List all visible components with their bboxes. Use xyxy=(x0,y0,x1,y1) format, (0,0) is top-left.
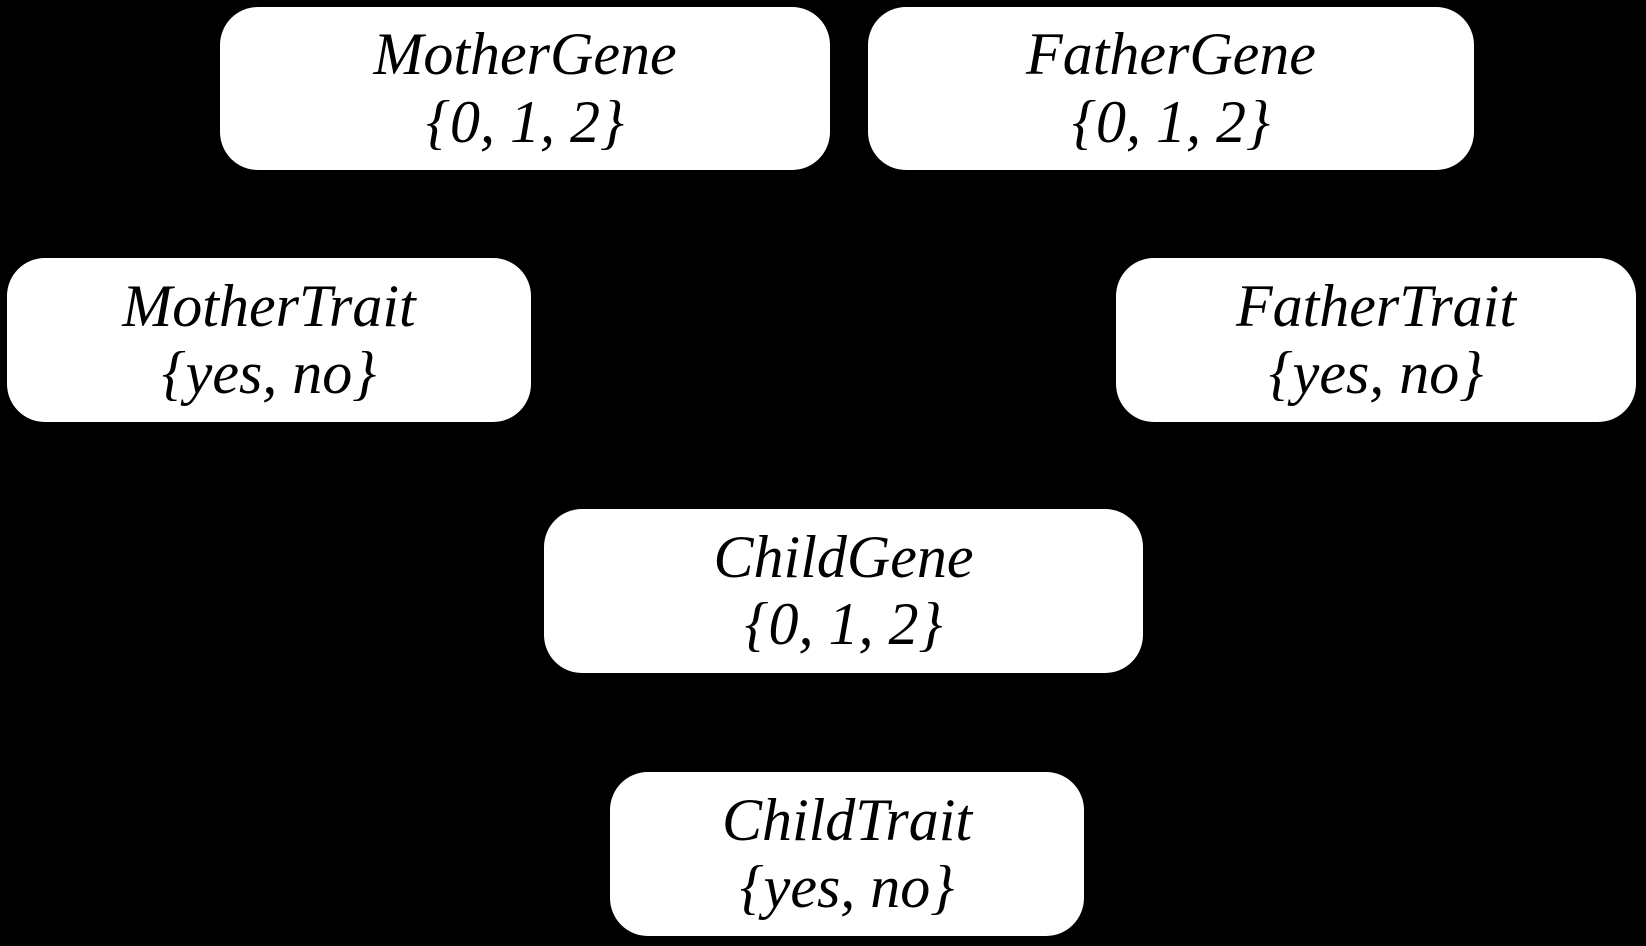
node-child-trait-label: ChildTrait xyxy=(721,786,973,853)
node-father-trait-values: {yes, no} xyxy=(1268,340,1484,406)
node-father-gene-values: {0, 1, 2} xyxy=(1072,88,1270,155)
node-mother-gene-values: {0, 1, 2} xyxy=(426,88,624,155)
node-father-gene-label: FatherGene xyxy=(1026,21,1316,88)
node-child-trait: ChildTrait {yes, no} xyxy=(610,772,1084,936)
node-father-trait: FatherTrait {yes, no} xyxy=(1116,258,1636,422)
node-father-gene: FatherGene {0, 1, 2} xyxy=(868,7,1474,170)
node-mother-gene-label: MotherGene xyxy=(373,21,677,88)
node-mother-trait-label: MotherTrait xyxy=(122,272,416,339)
node-child-gene-values: {0, 1, 2} xyxy=(744,591,943,657)
node-child-gene: ChildGene {0, 1, 2} xyxy=(544,509,1143,673)
node-child-gene-label: ChildGene xyxy=(713,523,974,590)
node-mother-trait: MotherTrait {yes, no} xyxy=(7,258,531,422)
node-mother-trait-values: {yes, no} xyxy=(161,340,377,406)
node-child-trait-values: {yes, no} xyxy=(739,854,955,920)
node-mother-gene: MotherGene {0, 1, 2} xyxy=(220,7,830,170)
node-father-trait-label: FatherTrait xyxy=(1235,272,1517,339)
